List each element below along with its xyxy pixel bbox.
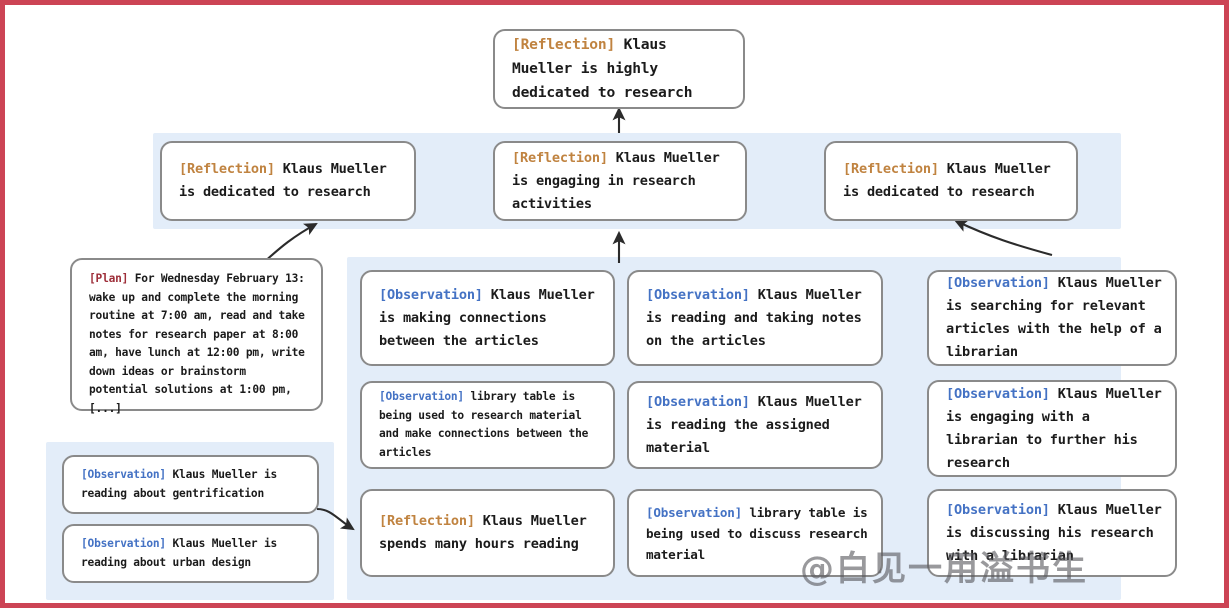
diagram-stage: [Reflection] Klaus Mueller is highly ded… bbox=[5, 5, 1229, 613]
node-reflection-middle[interactable]: [Reflection] Klaus Mueller is engaging i… bbox=[493, 141, 747, 221]
node-col3-observation-3[interactable]: [Observation] Klaus Mueller is discussin… bbox=[927, 489, 1177, 577]
tag-reflection: [Reflection] bbox=[379, 513, 475, 529]
node-col3-observation-2[interactable]: [Observation] Klaus Mueller is engaging … bbox=[927, 380, 1177, 477]
node-reflection-left[interactable]: [Reflection] Klaus Mueller is dedicated … bbox=[160, 141, 416, 221]
tag-observation: [Observation] bbox=[81, 537, 166, 550]
tag-observation: [Observation] bbox=[379, 390, 464, 403]
tag-reflection: [Reflection] bbox=[512, 36, 616, 53]
tag-observation: [Observation] bbox=[946, 501, 1050, 518]
node-text: Klaus Mueller is reading about urban des… bbox=[81, 537, 278, 569]
node-text: Klaus Mueller is searching for relevant … bbox=[946, 275, 1162, 360]
node-plan[interactable]: [Plan] For Wednesday February 13: wake u… bbox=[70, 258, 323, 415]
node-reflection-right[interactable]: [Reflection] Klaus Mueller is dedicated … bbox=[824, 141, 1078, 221]
tag-reflection: [Reflection] bbox=[512, 149, 608, 166]
node-col3-observation-1[interactable]: [Observation] Klaus Mueller is searching… bbox=[927, 270, 1177, 366]
tag-reflection: [Reflection] bbox=[843, 161, 939, 177]
node-col1-observation-1[interactable]: [Observation] Klaus Mueller is making co… bbox=[360, 270, 615, 366]
node-bottomleft-observation-2[interactable]: [Observation] Klaus Mueller is reading a… bbox=[62, 524, 319, 583]
node-col2-observation-2[interactable]: [Observation] Klaus Mueller is reading t… bbox=[627, 381, 883, 469]
tag-observation: [Observation] bbox=[946, 275, 1050, 291]
node-bottomleft-observation-1[interactable]: [Observation] Klaus Mueller is reading a… bbox=[62, 455, 319, 514]
node-text: Klaus Mueller is making connections betw… bbox=[379, 286, 595, 349]
node-col1-reflection[interactable]: [Reflection] Klaus Mueller spends many h… bbox=[360, 489, 615, 577]
node-text: Klaus Mueller is dedicated to research bbox=[843, 161, 1051, 200]
node-text: Klaus Mueller is engaging with a librari… bbox=[946, 385, 1162, 471]
tag-observation: [Observation] bbox=[646, 393, 750, 410]
node-text: Klaus Mueller spends many hours reading bbox=[379, 513, 587, 552]
node-text: Klaus Mueller is engaging in research ac… bbox=[512, 149, 720, 212]
node-text: For Wednesday February 13: wake up and c… bbox=[89, 272, 305, 415]
node-col1-observation-2[interactable]: [Observation] library table is being use… bbox=[360, 381, 615, 469]
node-text: Klaus Mueller is highly dedicated to res… bbox=[512, 36, 693, 101]
node-text: Klaus Mueller is reading and taking note… bbox=[646, 286, 862, 349]
node-text: Klaus Mueller is reading the assigned ma… bbox=[646, 393, 862, 456]
tag-observation: [Observation] bbox=[946, 385, 1050, 402]
tag-observation: [Observation] bbox=[646, 504, 742, 520]
tag-reflection: [Reflection] bbox=[179, 161, 275, 177]
node-root-reflection[interactable]: [Reflection] Klaus Mueller is highly ded… bbox=[493, 29, 745, 109]
node-text: Klaus Mueller is dedicated to research bbox=[179, 161, 387, 200]
node-text: Klaus Mueller is reading about gentrific… bbox=[81, 468, 278, 500]
node-text: library table is being used to research … bbox=[379, 390, 589, 459]
node-col2-observation-1[interactable]: [Observation] Klaus Mueller is reading a… bbox=[627, 270, 883, 366]
tag-plan: [Plan] bbox=[89, 272, 129, 285]
node-text: library table is being used to discuss r… bbox=[646, 504, 868, 562]
node-col2-observation-3[interactable]: [Observation] library table is being use… bbox=[627, 489, 883, 577]
tag-observation: [Observation] bbox=[81, 468, 166, 481]
tag-observation: [Observation] bbox=[379, 286, 483, 303]
tag-observation: [Observation] bbox=[646, 286, 750, 303]
node-text: Klaus Mueller is discussing his research… bbox=[946, 501, 1162, 564]
